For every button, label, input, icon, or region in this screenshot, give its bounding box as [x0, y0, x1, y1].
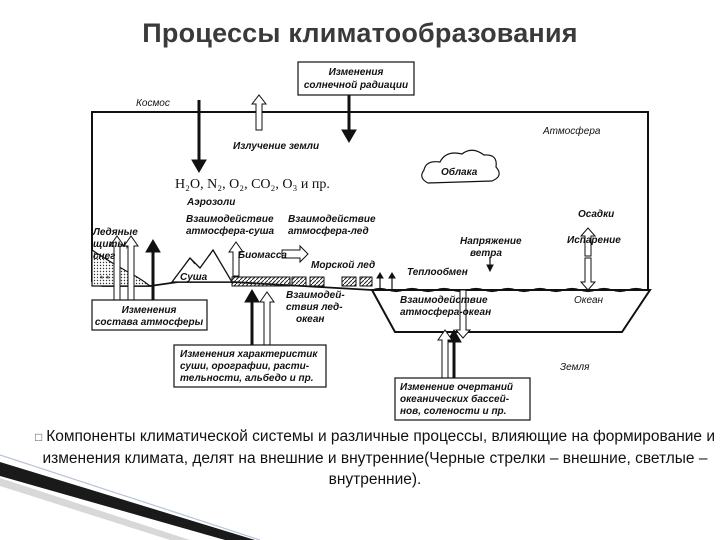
earth-label: Земля — [560, 362, 590, 373]
clouds-label: Облака — [441, 166, 478, 178]
ocean-changes-label-1: Изменение очертаний — [400, 382, 513, 393]
ice-sheets-label-1: Ледяные — [92, 227, 138, 238]
solar-change-label-2: солнечной радиации — [304, 80, 408, 91]
atm-composition-label-2: состава атмосферы — [95, 316, 204, 328]
solar-change-box — [297, 61, 415, 96]
atmosfera-label: Атмосфера — [542, 125, 601, 137]
atm-ocean-label-1: Взаимодействие — [400, 295, 488, 306]
biomass-label: Биомасса — [238, 250, 287, 261]
internal-arrows — [109, 94, 597, 381]
land-label: Суша — [180, 272, 208, 283]
ocean-changes-label-3: нов, солености и пр. — [400, 406, 506, 417]
ice-ocean-label-2: ствия лед- — [286, 302, 343, 313]
caption-text: Компоненты климатической системы и разли… — [42, 428, 716, 488]
atm-land-label-1: Взаимодействие — [186, 214, 274, 225]
sea-ice-label: Морской лед — [311, 260, 375, 271]
kosmos-label: Космос — [136, 98, 170, 109]
ice-sheets-label-2: щиты, — [93, 239, 129, 250]
svg-text:* *: * * — [100, 274, 110, 284]
wind-stress-label-1: Напряжение — [460, 236, 522, 247]
ice-ocean-label-3: океан — [296, 314, 324, 325]
land-changes-label-2: суши, орографии, расти- — [180, 360, 310, 372]
atm-ice-label-1: Взаимодействие — [288, 214, 376, 225]
page-title: Процессы климатообразования — [142, 18, 578, 48]
external-arrows — [145, 95, 462, 378]
cloud-shape — [421, 149, 500, 184]
ocean-changes-box — [394, 377, 531, 421]
wind-stress-label-2: ветра — [470, 248, 502, 259]
land-changes-label-3: тельности, альбедо и пр. — [180, 372, 314, 384]
flux-arrows — [376, 257, 494, 290]
atm-composition-box — [91, 299, 208, 331]
atm-ice-label-2: атмосфера-лед — [288, 225, 369, 237]
precipitation-label: Осадки — [578, 209, 614, 220]
atm-land-label-2: атмосфера-суша — [186, 225, 275, 237]
decorative-swoosh — [0, 454, 261, 540]
gases-label: H₂O, N₂, O₂, CO₂, O₃ и пр. — [175, 177, 330, 192]
biomass-strip — [231, 276, 291, 287]
ocean-basin — [370, 289, 652, 333]
land-changes-label-1: Изменения характеристик — [180, 349, 318, 360]
atm-composition-label-1: Изменения — [122, 305, 177, 316]
ocean-label: Океан — [574, 295, 604, 306]
land-changes-box — [173, 344, 327, 388]
bullet-icon: □ — [34, 430, 43, 444]
ice-sheets-label-3: снег — [93, 251, 116, 262]
aerosols-label: Аэрозоли — [186, 197, 235, 208]
heat-exchange-label: Теплообмен — [407, 266, 468, 278]
ice-ocean-label-1: Взаимодей- — [286, 290, 345, 301]
atm-ocean-label-2: атмосфера-океан — [400, 306, 491, 318]
atmosphere-box — [91, 111, 649, 290]
sea-ice-blocks — [291, 276, 373, 287]
earth-radiation-label: Излучение земли — [233, 141, 319, 152]
caption: □Компоненты климатической системы и разл… — [30, 426, 720, 490]
solar-change-label-1: Изменения — [329, 67, 384, 78]
ocean-surface-wave — [371, 287, 645, 293]
evaporation-label: Испарение — [567, 235, 621, 246]
ocean-changes-label-2: океанических бассей- — [400, 393, 510, 405]
